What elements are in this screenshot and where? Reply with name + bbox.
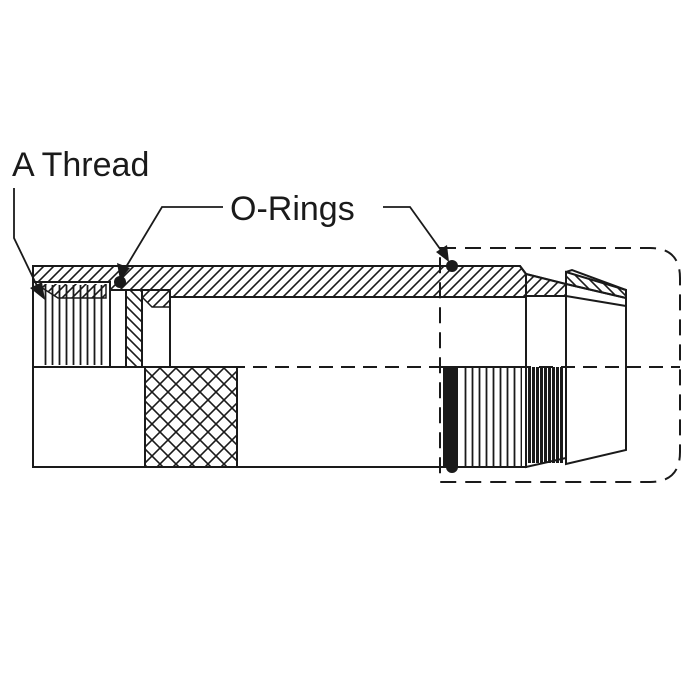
coupling-threads [443, 366, 527, 468]
knurled-grip [144, 366, 238, 468]
a-thread-label: A Thread [12, 146, 149, 184]
a-thread-region [32, 281, 111, 368]
inner-seal [125, 289, 171, 368]
o-ring-right-bottom [446, 461, 458, 473]
o-ring-left [114, 276, 126, 288]
o-rings-callout: O-Rings [117, 190, 449, 280]
detail-box [439, 247, 681, 483]
o-rings-label: O-Rings [230, 190, 355, 228]
inner-bore [169, 296, 526, 367]
o-ring-right-top [446, 260, 458, 272]
back-cone [525, 268, 627, 469]
a-thread-callout: A Thread [12, 146, 149, 300]
